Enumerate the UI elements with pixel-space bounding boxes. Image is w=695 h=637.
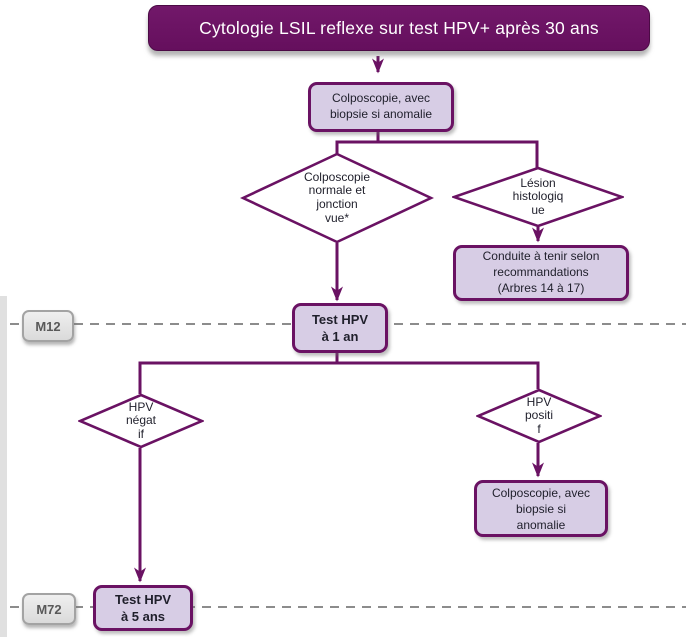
node-text-line: anomalie (516, 517, 566, 532)
node-text-line: (Arbres 14 à 17) (497, 280, 585, 295)
node-colposcopy-initial: Colposcopie, avec biopsie si anomalie (308, 82, 454, 132)
decision-text-line: Lésion (520, 175, 556, 190)
decision-hpv-positive: HPV positi f (476, 388, 602, 444)
node-colposcopy-followup: Colposcopie, avec biopsie si anomalie (474, 480, 608, 537)
diamond-shape (78, 393, 204, 449)
page-edge-strip (0, 296, 7, 637)
decision-text-line: vue* (324, 210, 350, 225)
node-text-line: Test HPV (114, 591, 172, 607)
node-text-line: Colposcopie, avec (331, 91, 431, 106)
diamond-shape (240, 152, 434, 244)
timeline-label-text: M72 (36, 601, 62, 617)
decision-text-line: if (138, 426, 144, 441)
timeline-label-m12: M12 (22, 310, 74, 342)
decision-hpv-negative: HPV négat if (78, 393, 204, 449)
decision-text-line: négat (125, 413, 157, 428)
timeline-label-m72: M72 (22, 593, 76, 625)
decision-text-line: Colposcopie (303, 169, 371, 184)
diamond-shape (476, 388, 602, 444)
decision-text-line: ue (531, 202, 545, 217)
decision-text-line: histologiq (512, 189, 564, 204)
decision-histologic-lesion: Lésion histologiq ue (452, 166, 624, 228)
node-hpv-test-1-year: Test HPV à 1 an (292, 303, 388, 353)
node-text-line: biopsie si (515, 501, 567, 516)
node-text-line: à 5 ans (120, 609, 166, 624)
title-banner: Cytologie LSIL reflexe sur test HPV+ apr… (148, 5, 650, 51)
decision-text-line: HPV (128, 399, 154, 414)
node-management-recommendations: Conduite à tenir selon recommandations (… (453, 245, 629, 301)
decision-text-line: normale et (308, 183, 366, 198)
decision-text-line: HPV (526, 394, 552, 409)
node-text-line: recommandations (493, 265, 589, 280)
decision-text-line: jonction (316, 197, 358, 211)
page-title: Cytologie LSIL reflexe sur test HPV+ apr… (199, 17, 599, 38)
node-text-line: Test HPV (311, 311, 369, 327)
node-text-line: biopsie si anomalie (329, 107, 433, 121)
timeline-label-text: M12 (35, 318, 61, 334)
decision-colposcopy-normal: Colposcopie normale et jonction vue* (240, 152, 434, 244)
decision-text-line: positi (524, 408, 553, 423)
node-text-line: Colposcopie, avec (491, 486, 591, 500)
node-text-line: Conduite à tenir selon (482, 249, 600, 264)
diamond-shape (452, 166, 624, 228)
node-text-line: à 1 an (321, 329, 359, 344)
decision-text-line: f (537, 421, 541, 436)
node-hpv-test-5-years: Test HPV à 5 ans (93, 585, 193, 631)
